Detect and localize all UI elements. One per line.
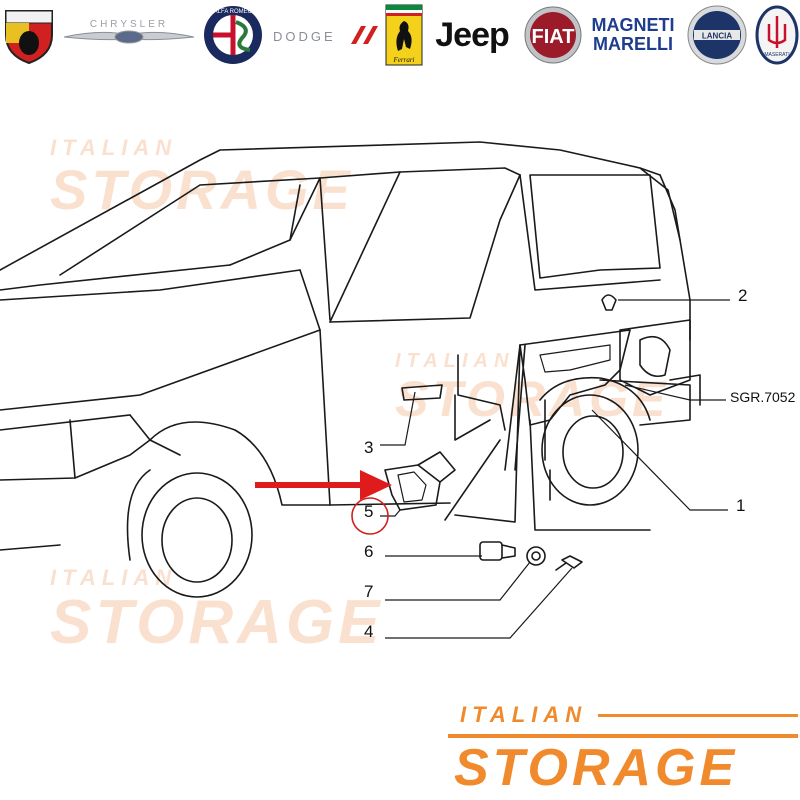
alfa-romeo-logo: ALFA ROMEO [200,4,266,66]
logo-italian-text: ITALIAN [460,702,588,727]
leader-ref [624,384,726,401]
watermark-bottom-left: ITALIAN STORAGE [50,565,383,655]
leader-lines [380,299,730,639]
lancia-text: LANCIA [702,32,732,41]
logo-line-top [598,714,798,717]
abarth-logo [0,4,58,66]
callout-5: 5 [364,502,374,521]
logo-storage-text: STORAGE [454,739,739,797]
jeep-logo: Jeep [428,4,516,66]
car-outline [0,141,701,598]
ferrari-logo: Ferrari [382,4,426,66]
italian-storage-logo: ITALIAN STORAGE [448,700,798,800]
dodge-logo: DODGE [270,4,380,66]
fiat-text: FIAT [532,26,575,48]
callout-1: 1 [736,496,746,515]
fiat-logo: FIAT [522,4,584,66]
lancia-logo: LANCIA [684,4,750,66]
leader-3 [380,391,416,446]
callout-3: 3 [364,438,374,457]
watermark-storage: STORAGE [50,588,384,657]
chrysler-logo: CHRYSLER [60,4,198,66]
leader-1 [591,409,728,511]
jeep-text: Jeep [435,15,509,54]
chrysler-text: CHRYSLER [90,19,168,30]
ferrari-text: Ferrari [393,56,415,64]
leader-5 [380,509,401,517]
watermark-italian: ITALIAN [50,135,178,160]
logo-line-bottom [448,734,798,738]
magneti-marelli-logo: MAGNETI MARELLI [586,4,680,66]
callout-ref: SGR.7052 [730,389,796,405]
leader-7 [385,561,531,601]
red-arrow [255,470,392,500]
maserati-text: MASERATI [764,52,789,58]
callout-6: 6 [364,542,374,561]
callout-4: 4 [364,622,374,641]
alfa-text: ALFA ROMEO [214,9,253,15]
brand-logo-bar: CHRYSLER ALFA ROMEO DODGE Ferrari Jeep [0,0,800,72]
parts-diagram [0,141,730,639]
watermark-center: ITALIAN STORAGE [395,350,669,425]
magneti-text: MAGNETI [591,15,675,35]
watermark-italian: ITALIAN [395,350,515,372]
marelli-text: MARELLI [593,34,673,54]
leader-4 [385,567,573,639]
dodge-text: DODGE [273,29,336,44]
highlight-circle [351,497,389,535]
callout-2: 2 [738,286,748,305]
maserati-logo: MASERATI [754,4,800,66]
callout-7: 7 [364,582,374,601]
